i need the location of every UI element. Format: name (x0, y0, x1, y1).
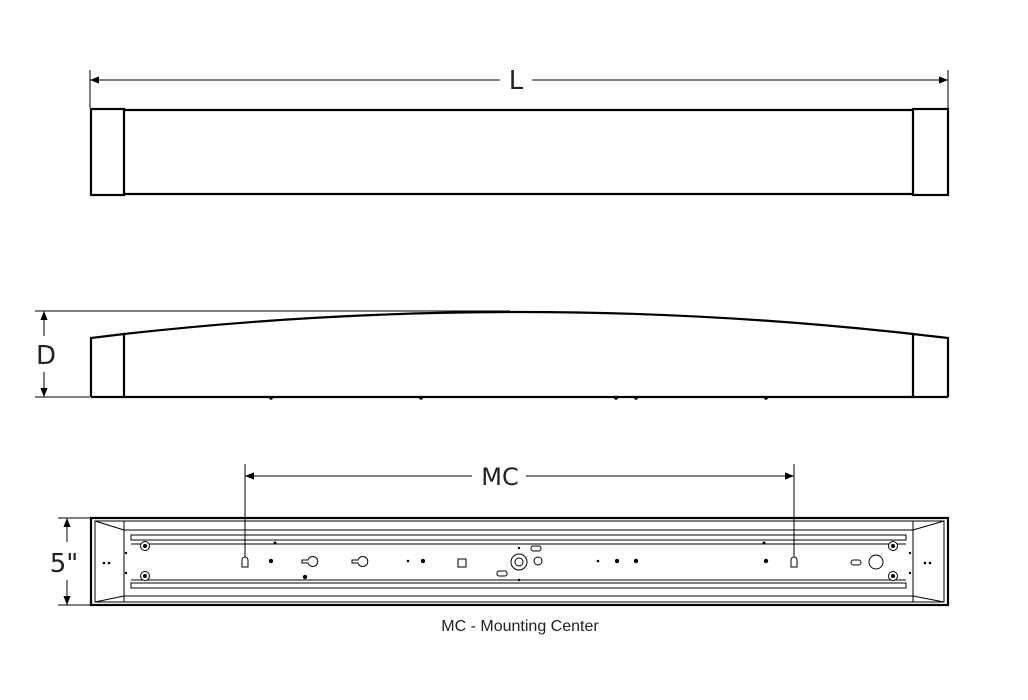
width-dimension: 5" (50, 517, 92, 606)
mounting-dimension: MC (244, 463, 795, 565)
width-label: 5" (50, 549, 79, 579)
depth-dimension: D (35, 310, 510, 398)
bottom-view-body (89, 516, 950, 607)
top-view-body (89, 107, 950, 197)
side-view-body (89, 310, 950, 400)
depth-label: D (36, 341, 56, 371)
mounting-label: MC (481, 463, 518, 491)
length-label: L (509, 66, 524, 96)
side-view: D (35, 310, 950, 400)
bottom-view: MC 5" (50, 463, 950, 607)
top-view: L (89, 66, 950, 197)
caption: MC - Mounting Center (441, 618, 599, 635)
length-dimension: L (89, 66, 949, 108)
